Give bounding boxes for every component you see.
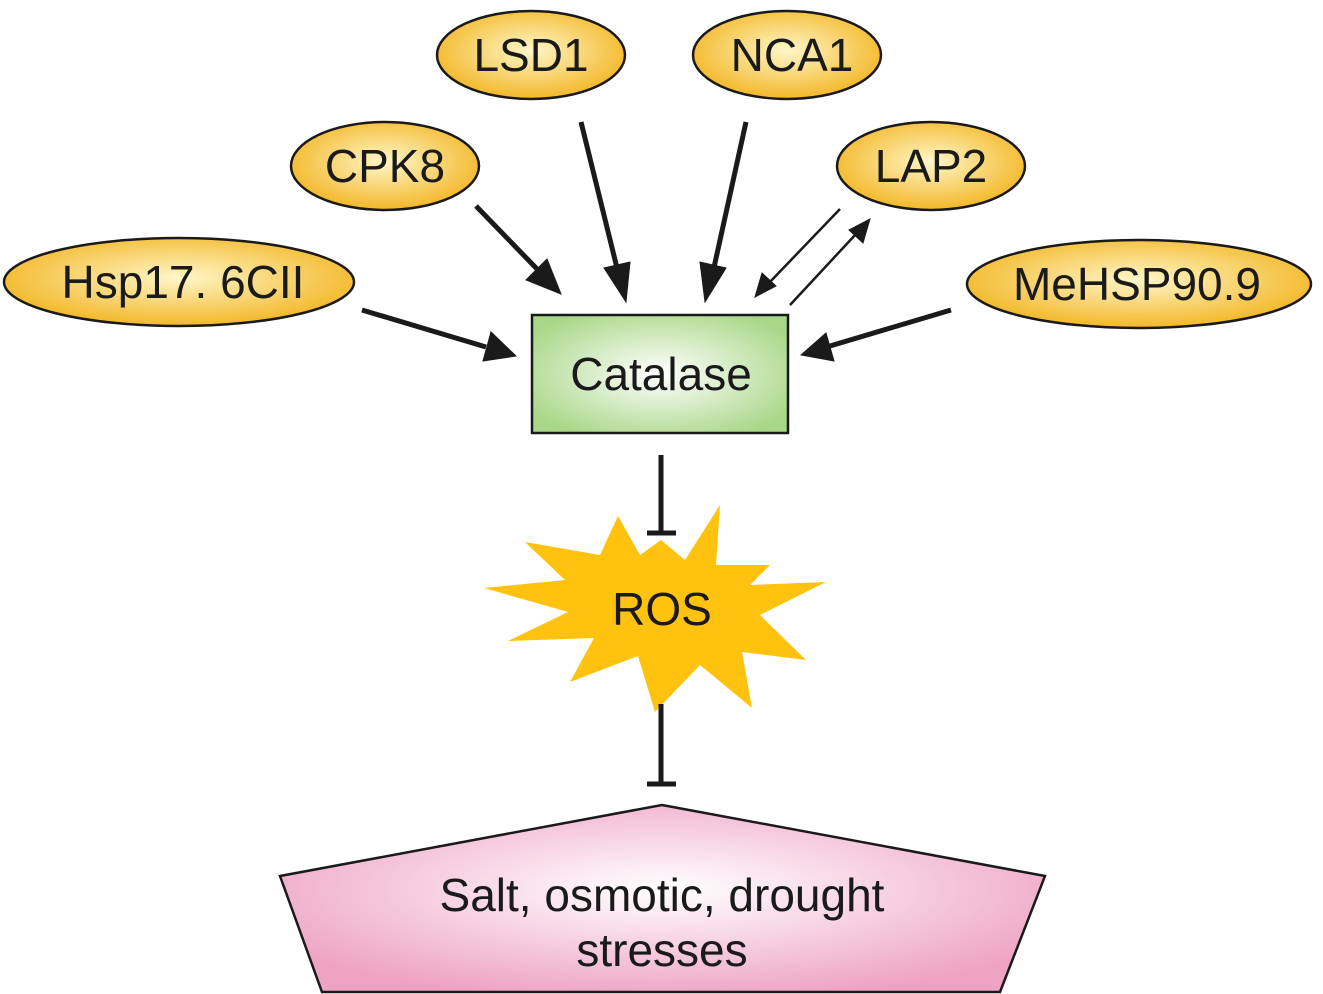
regulator-cpk8: CPK8 (289, 120, 481, 212)
regulator-mehsp90-9-label: MeHSP90.9 (1013, 258, 1261, 310)
arrow-catalase-to-lap2 (789, 218, 871, 306)
regulator-nca1-label: NCA1 (731, 29, 854, 81)
arrow-lsd1-to-catalase (578, 121, 631, 304)
regulator-cpk8-label: CPK8 (325, 140, 445, 192)
regulator-lsd1-label: LSD1 (473, 29, 588, 81)
regulator-lap2-label: LAP2 (875, 140, 988, 192)
regulator-lap2: LAP2 (835, 120, 1027, 212)
arrow-hsp-to-catalase (361, 307, 518, 362)
regulator-hsp17-6cii-label: Hsp17. 6CII (62, 256, 305, 308)
ros-node: ROS (484, 505, 826, 712)
stresses-label-line2: stresses (576, 924, 747, 976)
activation-arrows (361, 121, 952, 362)
catalase-label: Catalase (570, 348, 752, 400)
catalase-node: Catalase (530, 313, 790, 435)
arrow-nca1-to-catalase (699, 121, 749, 304)
regulator-hsp17-6cii: Hsp17. 6CII (2, 236, 356, 328)
inhibit-ros-stresses (647, 704, 676, 787)
arrow-cpk8-to-catalase (474, 204, 562, 295)
arrow-lap2-to-catalase (754, 208, 841, 298)
inhibit-catalase-ros (647, 455, 676, 536)
ros-label: ROS (612, 583, 712, 635)
stresses-node: Salt, osmotic, drought stresses (278, 803, 1047, 994)
regulator-lsd1: LSD1 (435, 9, 627, 101)
arrow-mehsp-to-catalase (799, 307, 952, 362)
regulator-nca1: NCA1 (691, 9, 883, 101)
regulator-mehsp90-9: MeHSP90.9 (965, 238, 1313, 330)
stresses-label-line1: Salt, osmotic, drought (440, 869, 885, 921)
